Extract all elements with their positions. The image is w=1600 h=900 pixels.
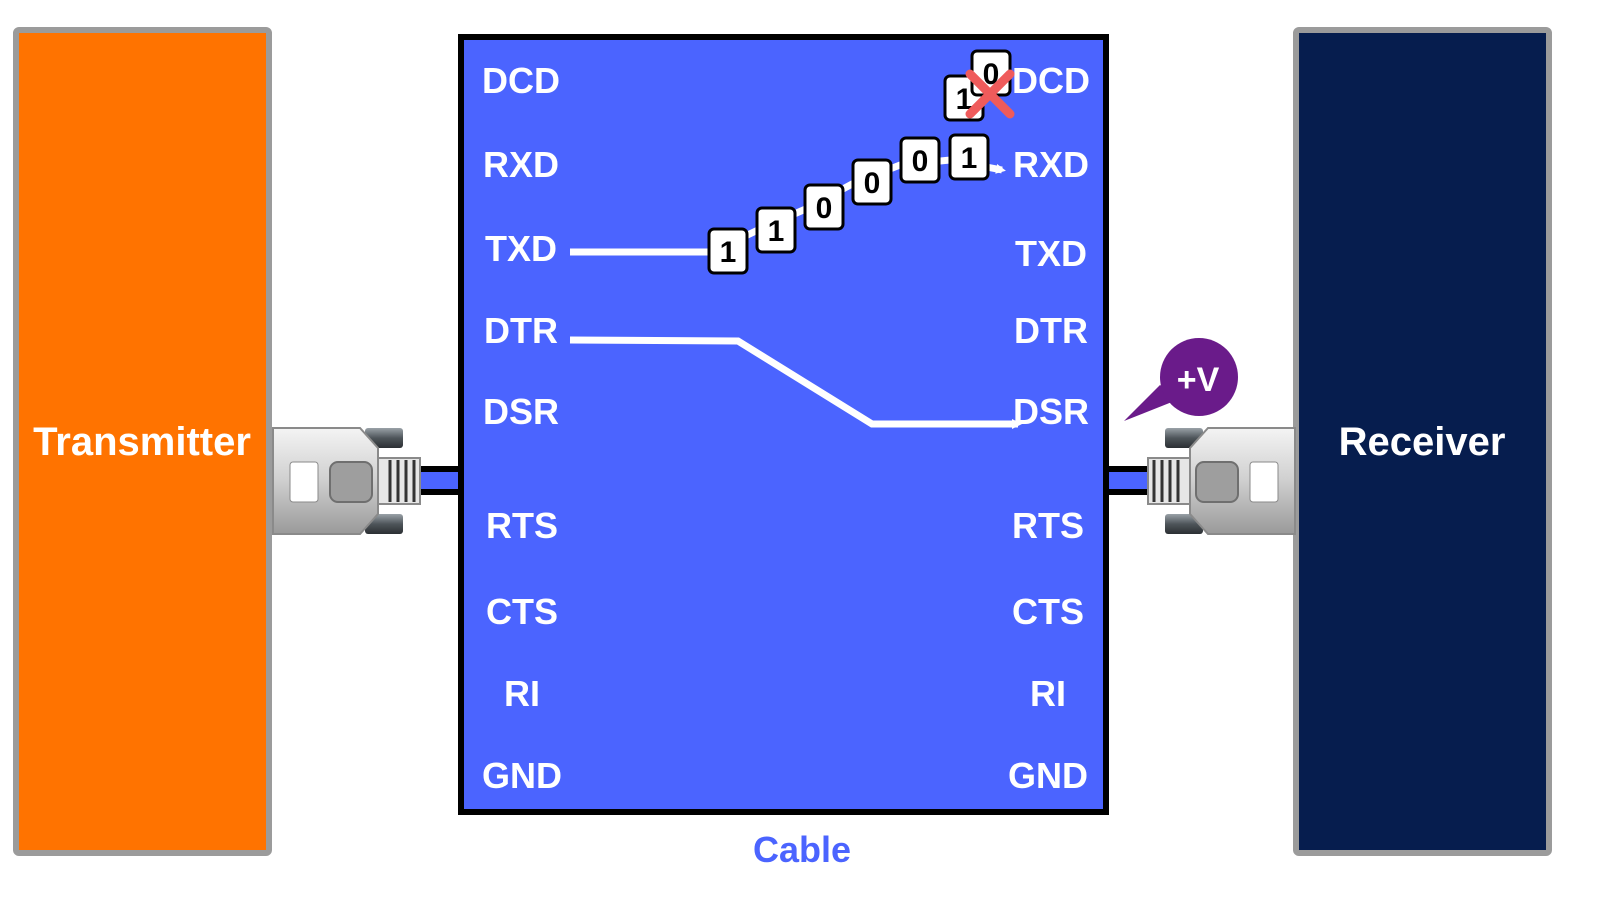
pin-right-dtr: DTR [1014, 310, 1088, 351]
pin-right-rxd: RXD [1013, 144, 1089, 185]
voltage-label: +V [1177, 361, 1220, 399]
pin-right-dcd: DCD [1012, 60, 1090, 101]
pin-left-dtr: DTR [484, 310, 558, 351]
pin-left-txd: TXD [485, 228, 557, 269]
bit-box: 0 [899, 136, 941, 184]
bit-value: 1 [956, 83, 973, 116]
bit-value: 0 [912, 145, 929, 178]
pin-right-ri: RI [1030, 673, 1066, 714]
dtr-to-dsr-line [569, 336, 1022, 429]
pin-left-dcd: DCD [482, 60, 560, 101]
bit-box: 0 [851, 158, 893, 206]
bit-value: 0 [864, 167, 881, 200]
receiver-device: Receiver [1293, 27, 1552, 856]
pin-labels-left: DCD RXD TXD DTR DSR RTS CTS RI GND [482, 60, 562, 796]
pin-left-gnd: GND [482, 755, 562, 796]
dcd-error-bits: 1 0 [943, 49, 1015, 122]
bit-box: 0 [803, 183, 845, 231]
bit-stream: 1 1 0 0 0 1 [707, 133, 990, 275]
db9-connector-left [272, 427, 421, 535]
transmitter-box [13, 27, 272, 856]
bit-box: 1 [948, 133, 990, 181]
db9-connector-right [1147, 427, 1296, 535]
pin-labels-right: DCD RXD TXD DTR DSR RTS CTS RI GND [1008, 60, 1090, 796]
pin-left-ri: RI [504, 673, 540, 714]
pin-right-cts: CTS [1012, 591, 1084, 632]
pin-right-dsr: DSR [1013, 391, 1089, 432]
transmitter-label: Transmitter [33, 420, 251, 464]
pin-left-rxd: RXD [483, 144, 559, 185]
bit-box: 1 [755, 206, 797, 254]
cable-tail-right [1103, 466, 1148, 495]
pin-right-gnd: GND [1008, 755, 1088, 796]
cable-caption: Cable [753, 829, 851, 870]
pin-left-cts: CTS [486, 591, 558, 632]
pin-left-dsr: DSR [483, 391, 559, 432]
voltage-badge: +V [1124, 338, 1238, 421]
cable-tail-left [420, 466, 465, 495]
bit-value: 1 [768, 215, 785, 248]
receiver-label: Receiver [1339, 420, 1506, 464]
pin-left-rts: RTS [486, 505, 558, 546]
bit-value: 0 [816, 192, 833, 225]
bit-value: 1 [961, 142, 978, 175]
pin-right-txd: TXD [1015, 233, 1087, 274]
transmitter-device: Transmitter [13, 27, 272, 856]
pin-right-rts: RTS [1012, 505, 1084, 546]
error-cross-icon [965, 69, 1015, 119]
bit-value: 1 [720, 236, 737, 269]
bit-box: 1 [707, 227, 749, 275]
